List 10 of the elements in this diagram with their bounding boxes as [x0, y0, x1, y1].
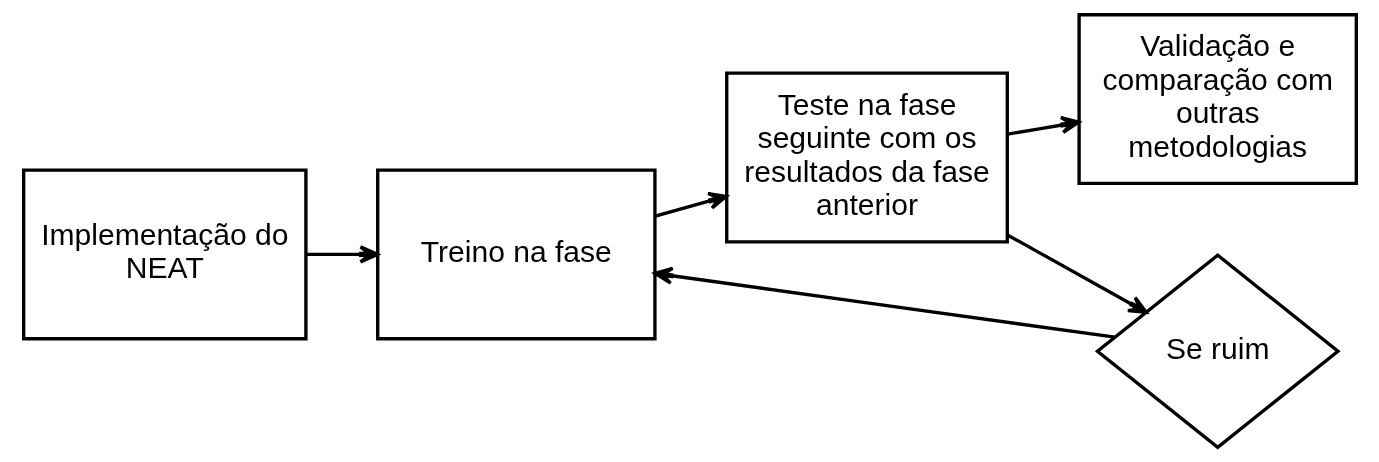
node-box: Implementação do NEAT	[21, 168, 308, 341]
arrow	[305, 245, 379, 264]
arrow	[654, 191, 728, 218]
arrow	[1006, 233, 1148, 314]
node-box: Validação e comparação com outras metodologias	[1076, 13, 1358, 186]
arrow	[1006, 115, 1080, 136]
arrow	[652, 266, 1115, 339]
node-box: Teste na fase seguinte com os resultados da fase anterior	[724, 71, 1009, 244]
node-diamond: Se ruim	[1094, 253, 1341, 450]
node-box: Treino na fase	[375, 168, 657, 341]
